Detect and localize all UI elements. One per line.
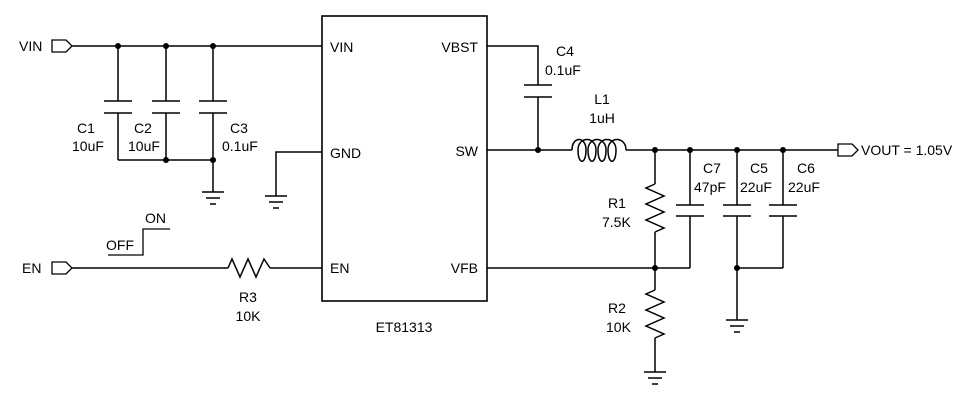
c5-value: 22uF xyxy=(740,179,772,195)
c7-ref: C7 xyxy=(703,160,721,176)
switch-off-label: OFF xyxy=(106,237,134,253)
inductor-l1 xyxy=(571,138,627,162)
ground-symbol xyxy=(726,319,748,333)
c1-ref: C1 xyxy=(77,120,95,136)
ic-body xyxy=(321,15,488,302)
pin-en: EN xyxy=(330,260,349,276)
junction-dot xyxy=(163,157,169,163)
pin-gnd: GND xyxy=(330,145,361,161)
en-port: EN xyxy=(22,260,73,276)
ground-symbol xyxy=(265,195,287,209)
resistor-r2 xyxy=(644,268,666,372)
r1-value: 7.5K xyxy=(602,214,631,230)
resistor-r3 xyxy=(227,257,271,279)
capacitor-c1 xyxy=(104,46,132,160)
pin-sw: SW xyxy=(455,143,478,159)
c7-value: 47pF xyxy=(694,179,726,195)
junction-dot xyxy=(734,265,740,271)
ground-symbol xyxy=(644,371,666,385)
resistor-r1 xyxy=(644,150,666,268)
c2-ref: C2 xyxy=(134,120,152,136)
junction-dot xyxy=(210,157,216,163)
vin-port-label: VIN xyxy=(19,38,42,54)
c5-ref: C5 xyxy=(750,160,768,176)
l1-ref: L1 xyxy=(594,91,610,107)
c6-ref: C6 xyxy=(797,160,815,176)
r3-ref: R3 xyxy=(239,289,257,305)
c4-ref: C4 xyxy=(556,43,574,59)
r2-ref: R2 xyxy=(608,300,626,316)
r1-ref: R1 xyxy=(608,195,626,211)
vin-port: VIN xyxy=(19,38,73,54)
capacitor-c6 xyxy=(769,150,797,268)
capacitor-c3 xyxy=(199,46,227,192)
pin-vbst: VBST xyxy=(441,39,478,55)
c3-value: 0.1uF xyxy=(222,138,258,154)
c4-value: 0.1uF xyxy=(545,62,581,78)
c3-ref: C3 xyxy=(230,120,248,136)
l1-value: 1uH xyxy=(589,110,615,126)
capacitor-c7 xyxy=(676,150,704,268)
en-port-label: EN xyxy=(22,260,41,276)
c2-value: 10uF xyxy=(128,138,160,154)
c6-value: 22uF xyxy=(788,179,820,195)
vbst-wire xyxy=(487,45,539,85)
vout-port: VOUT = 1.05V xyxy=(837,142,953,158)
junction-dot xyxy=(535,147,541,153)
pin-vfb: VFB xyxy=(451,260,478,276)
pin-vin: VIN xyxy=(330,39,353,55)
gnd-pin-wire xyxy=(275,151,322,196)
r2-value: 10K xyxy=(606,319,632,335)
r3-value: 10K xyxy=(236,308,262,324)
ic-part-name: ET81313 xyxy=(376,319,433,335)
capacitor-c5 xyxy=(723,150,751,320)
capacitor-c4 xyxy=(524,84,552,150)
vout-port-label: VOUT = 1.05V xyxy=(861,142,953,158)
switch-on-label: ON xyxy=(145,210,166,226)
c1-value: 10uF xyxy=(72,138,104,154)
ground-symbol xyxy=(202,191,224,205)
enable-level-waveform xyxy=(108,228,170,256)
capacitor-c2 xyxy=(152,46,180,160)
